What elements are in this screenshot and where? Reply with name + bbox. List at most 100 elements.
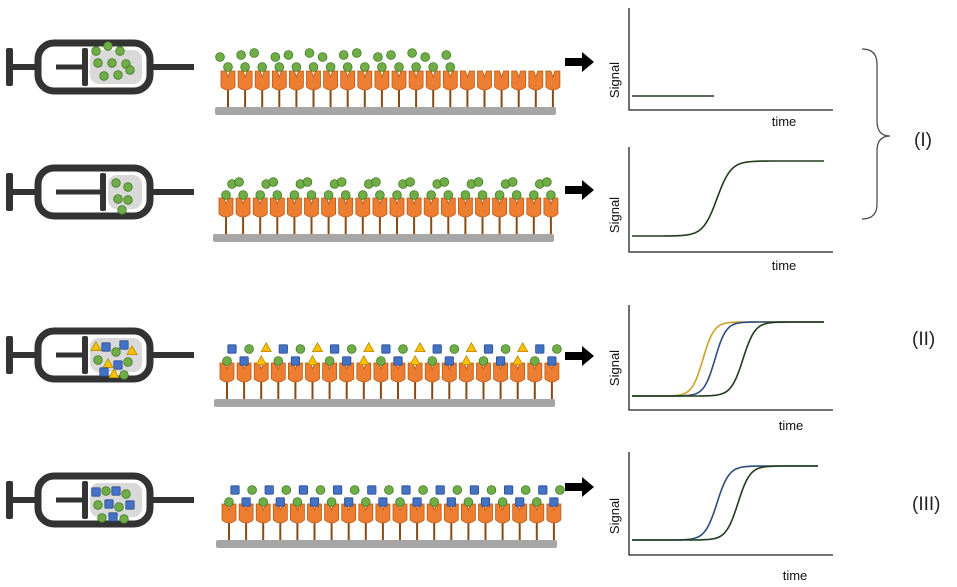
- blue-particle: [91, 487, 101, 497]
- green-particle: [497, 497, 508, 507]
- group-label-ii: (II): [912, 329, 935, 350]
- receptor: [236, 362, 252, 383]
- yellow-particle: [358, 354, 370, 366]
- blue-particle: [469, 485, 480, 495]
- receptor: [373, 362, 389, 383]
- green-particle: [346, 344, 357, 354]
- green-particle: [375, 190, 385, 200]
- receptor: [219, 362, 235, 383]
- green-particle: [317, 52, 328, 62]
- blue-particle: [99, 367, 109, 377]
- green-particle: [409, 190, 419, 200]
- green-particle: [93, 500, 103, 510]
- green-particle: [103, 41, 113, 51]
- green-particle: [258, 497, 269, 507]
- green-particle: [357, 190, 368, 200]
- green-particle: [325, 62, 336, 72]
- syringe-inner-rod: [56, 497, 84, 503]
- syringe-inner-rod: [56, 352, 84, 358]
- receptor: [543, 197, 559, 218]
- receptor: [527, 362, 543, 383]
- green-particle: [338, 50, 349, 60]
- plot-4: Signal time: [607, 452, 833, 583]
- receptor: [441, 362, 457, 383]
- receptor: [494, 70, 509, 91]
- green-particle: [224, 497, 234, 507]
- green-particle: [113, 70, 123, 80]
- blue-particle: [342, 356, 352, 366]
- green-particle: [107, 58, 117, 68]
- syringe-needle: [150, 352, 194, 358]
- blue-particle: [432, 344, 442, 354]
- yellow-particle: [460, 354, 473, 366]
- plot-3-signal-curve-green: [632, 321, 824, 397]
- receptor: [442, 70, 458, 91]
- receptor: [424, 362, 440, 383]
- green-particle: [117, 205, 127, 215]
- receptor: [356, 362, 372, 383]
- receptor: [322, 362, 337, 383]
- green-particle: [371, 177, 381, 187]
- green-particle: [257, 62, 268, 72]
- green-particle: [373, 52, 383, 62]
- receptor: [459, 362, 474, 383]
- arrow-1: [565, 52, 594, 72]
- green-particle: [326, 497, 337, 507]
- receptor: [272, 503, 288, 524]
- green-particle: [215, 52, 225, 62]
- plot-3-signal-curve-yellow: [632, 321, 824, 397]
- plot-2: Signal time: [607, 147, 833, 273]
- blue-particle: [446, 497, 456, 507]
- receptor: [340, 70, 356, 91]
- syringe-plunger-head: [82, 481, 88, 519]
- blue-particle: [538, 485, 548, 495]
- plot-2-axes: [628, 147, 833, 253]
- blue-particle: [119, 340, 129, 350]
- receptor: [546, 503, 562, 524]
- yellow-particle: [517, 341, 529, 353]
- blue-particle: [412, 497, 422, 507]
- green-particle: [97, 513, 107, 523]
- receptor-surfaces: [213, 48, 565, 548]
- receptor: [255, 503, 271, 524]
- green-particle: [427, 356, 438, 366]
- syringe-3: [6, 327, 194, 383]
- green-particle: [283, 50, 294, 60]
- green-particle: [249, 48, 260, 58]
- receptor: [477, 70, 492, 91]
- receptor: [392, 503, 408, 524]
- syringe-plunger-head: [82, 48, 88, 86]
- green-particle: [486, 485, 497, 495]
- green-particle: [392, 190, 402, 200]
- receptor: [269, 197, 285, 218]
- plot-2-ylabel: Signal: [607, 197, 622, 233]
- syringe-2: [6, 164, 194, 220]
- receptor: [238, 503, 254, 524]
- green-particle: [306, 190, 317, 200]
- green-particle: [247, 485, 257, 495]
- receptor: [476, 362, 491, 383]
- yellow-particle: [414, 341, 426, 353]
- arrow-4: [565, 477, 594, 497]
- receptor: [357, 70, 373, 91]
- green-particle: [452, 485, 463, 495]
- receptor: [478, 503, 493, 524]
- blue-particle: [230, 485, 240, 495]
- green-particle: [449, 344, 460, 354]
- green-particle: [291, 62, 302, 72]
- green-particle: [222, 356, 232, 366]
- green-particle: [244, 344, 254, 354]
- yellow-particle: [255, 354, 267, 366]
- blue-particle: [108, 512, 118, 522]
- syringe-1: [6, 39, 194, 95]
- green-particle: [340, 190, 351, 200]
- plot-4-xlabel: time: [783, 568, 808, 583]
- green-particle: [477, 190, 488, 200]
- blue-particle: [101, 342, 111, 352]
- blue-particle: [332, 485, 343, 495]
- receptor: [307, 503, 322, 524]
- receptor: [374, 70, 390, 91]
- green-particle: [240, 62, 250, 72]
- blue-particle: [290, 356, 301, 366]
- green-particle: [376, 356, 386, 366]
